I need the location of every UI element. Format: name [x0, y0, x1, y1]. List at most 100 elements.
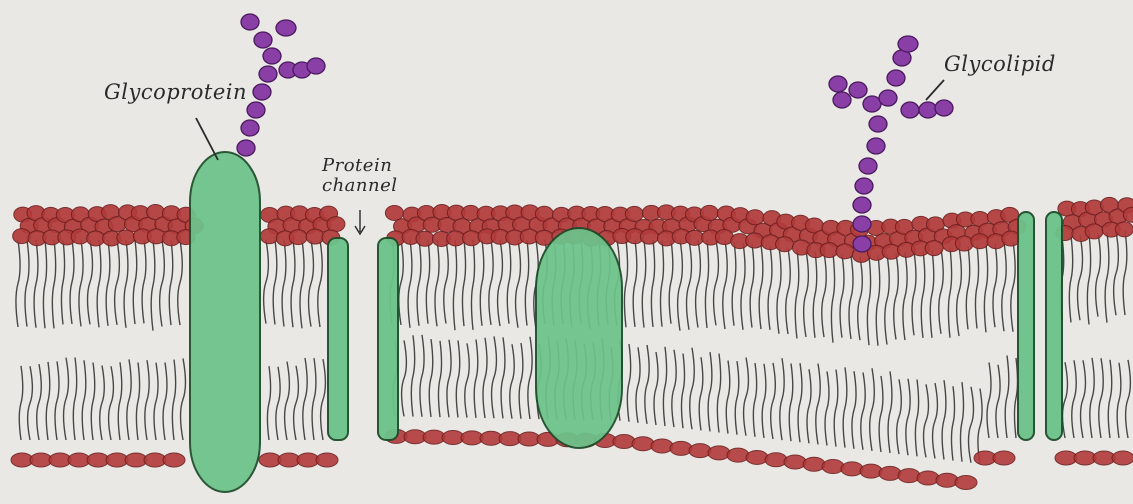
lipid-tail	[876, 255, 879, 345]
lipid-tail	[717, 354, 720, 433]
lipid-tail	[264, 240, 269, 324]
lipid-tail	[957, 247, 962, 336]
sugar-bead	[935, 100, 953, 116]
glycolipid-label: Glycolipid	[944, 52, 1056, 76]
phosphate-head	[117, 230, 135, 245]
lipid-tail	[1072, 360, 1076, 438]
lipid-tail	[82, 360, 86, 440]
phosphate-head	[708, 446, 730, 460]
lipid-tail	[285, 362, 290, 440]
lipid-tail	[510, 344, 514, 418]
sugar-bead	[307, 58, 325, 74]
lipid-tail	[19, 366, 22, 440]
lipid-tail	[16, 240, 20, 327]
glycolipid-pointer	[926, 80, 944, 100]
lipid-tail	[708, 352, 712, 431]
lipid-tail	[672, 350, 676, 427]
lipid-tail	[1081, 360, 1086, 438]
lipid-tail	[714, 240, 719, 325]
lipid-tail	[300, 240, 304, 328]
lipid-tail	[312, 358, 316, 440]
lipid-tail	[843, 367, 847, 447]
lipid-tail	[942, 380, 946, 459]
lipid-tail	[133, 240, 136, 324]
lipid-tail	[633, 240, 637, 327]
lipid-tail	[696, 240, 701, 328]
sugar-bead	[853, 236, 871, 252]
sugar-bead	[867, 138, 885, 154]
phosphate-head	[625, 206, 643, 221]
lipid-tail	[1099, 358, 1103, 438]
phosphate-head	[765, 453, 787, 467]
lipid-tail	[516, 240, 521, 328]
lipid-tail	[124, 240, 128, 328]
lipid-tail	[759, 245, 763, 329]
lipid-tail	[786, 248, 790, 334]
glycoprotein-pointer	[196, 118, 218, 160]
sugar-bead	[833, 92, 851, 108]
lipid-tail	[420, 335, 424, 417]
sugar-bead	[879, 90, 897, 106]
lipid-tail	[654, 352, 658, 425]
phosphate-head	[416, 231, 434, 246]
lipid-tail	[897, 379, 902, 454]
lipid-tail	[840, 255, 844, 338]
lipid-tail	[25, 240, 29, 327]
lipid-tail	[1117, 363, 1121, 438]
lipid-tail	[106, 240, 110, 326]
lipid-tail	[1063, 362, 1068, 438]
lipid-tail	[966, 246, 969, 329]
lipid-tail	[181, 358, 186, 440]
phosphate-head	[784, 455, 806, 469]
glycoprotein-label: Glycoprotein	[104, 80, 247, 104]
lipid-tail	[1114, 231, 1119, 315]
sugar-bead	[855, 178, 873, 194]
lipid-tail	[127, 359, 131, 440]
phosphate-head	[87, 231, 105, 246]
lipid-tail	[1078, 235, 1083, 320]
lipid-tail	[417, 240, 421, 326]
lipid-tail	[939, 249, 943, 334]
protein-channel-label: Protein channel	[322, 156, 398, 196]
lipid-tail	[888, 371, 892, 453]
phosphate-head	[1115, 222, 1133, 237]
sugar-bead	[887, 70, 905, 86]
lipid-tail	[151, 240, 155, 331]
protein-channel-label-line1: Protein	[322, 156, 398, 176]
lipid-tail	[903, 253, 907, 341]
phosphate-head	[613, 434, 635, 448]
lipid-tail	[879, 376, 883, 452]
lipid-tail	[79, 240, 83, 326]
lipid-tail	[507, 240, 510, 324]
lipid-tail	[169, 240, 172, 325]
lipid-tail	[885, 254, 889, 344]
lipid-tail	[1005, 356, 1009, 438]
lipid-tail	[46, 362, 49, 440]
lipid-tail	[294, 366, 299, 440]
lipid-tail	[100, 365, 105, 440]
lipid-tail	[804, 250, 809, 337]
lipid-tail	[699, 357, 703, 430]
phosphate-head	[385, 205, 403, 220]
lipid-tail	[687, 240, 692, 330]
lipid-tail	[438, 341, 441, 417]
lipid-tail	[447, 340, 451, 418]
phosphate-head	[746, 233, 764, 248]
lipid-tail	[744, 357, 749, 435]
phosphate-head	[955, 476, 977, 490]
sugar-bead	[241, 14, 259, 30]
lipid-tail	[807, 369, 811, 443]
lipid-tail	[627, 344, 630, 422]
lipid-tail	[178, 240, 183, 325]
protein-channel-label-line2: channel	[322, 176, 398, 196]
lipid-tail	[318, 240, 322, 327]
lipid-tail	[1069, 236, 1072, 323]
lipid-tail	[61, 240, 64, 324]
lipid-tail	[273, 240, 277, 324]
lipid-tail	[771, 363, 776, 439]
phosphate-head	[163, 453, 185, 467]
lipid-tail	[399, 240, 403, 325]
lipid-tail	[1087, 234, 1090, 324]
sugar-bead	[869, 116, 887, 132]
lipid-tail	[480, 240, 483, 326]
